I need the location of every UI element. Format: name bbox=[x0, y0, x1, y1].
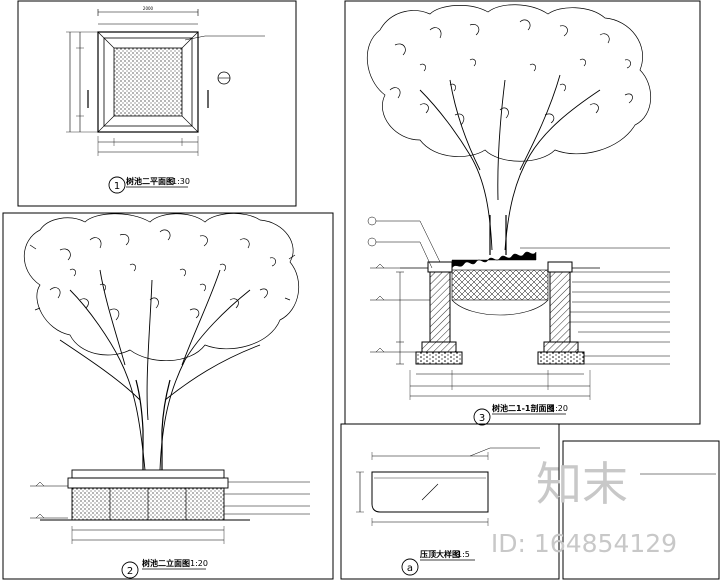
watermark-id: ID: 164854129 bbox=[491, 529, 677, 558]
svg-text:2000: 2000 bbox=[143, 6, 154, 11]
panel3-title: 树池二1-1剖面图 bbox=[492, 403, 554, 413]
panel2-title: 树池二立面图 bbox=[142, 558, 190, 568]
tree-pool-elevation bbox=[40, 469, 250, 521]
tree-canopy-elevation bbox=[24, 213, 299, 361]
panel-partial-right bbox=[562, 440, 720, 580]
panel1-number: 1 bbox=[114, 181, 120, 192]
panel2-number-circle bbox=[121, 561, 139, 579]
panel4-number: a bbox=[407, 563, 413, 574]
panel-coping-detail: a 压顶大样图 1:5 bbox=[340, 423, 560, 580]
panel3-scale: 1:20 bbox=[550, 404, 568, 413]
panel2-scale: 1:20 bbox=[190, 559, 208, 568]
panel4-number-circle bbox=[401, 558, 419, 576]
tree-pool-section bbox=[400, 251, 600, 365]
tree-trunk-section bbox=[489, 215, 507, 255]
panel1-number-circle bbox=[108, 176, 126, 194]
panel1-scale: 1:30 bbox=[172, 177, 190, 186]
panel-section: 3 树池二1-1剖面图 1:20 bbox=[344, 0, 701, 426]
tree-canopy-section bbox=[367, 4, 652, 162]
watermark-brand: 知末 bbox=[536, 457, 628, 511]
tree-branches-elevation bbox=[59, 269, 261, 471]
panel3-number: 3 bbox=[479, 413, 485, 424]
tree-branches-section bbox=[419, 74, 601, 251]
panel4-title: 压顶大样图 bbox=[420, 549, 460, 559]
panel3-number-circle bbox=[473, 408, 491, 426]
panel1-title: 树池二平面图 bbox=[126, 176, 174, 186]
panel4-scale: 1:5 bbox=[457, 550, 470, 559]
panel-plan: 2000 1 树池二平面图 1:30 bbox=[17, 0, 297, 207]
panel2-number: 2 bbox=[127, 566, 133, 577]
panel-elevation: 2 树池二立面图 1:20 bbox=[2, 212, 334, 580]
tree-trunk-elevation bbox=[135, 379, 171, 470]
